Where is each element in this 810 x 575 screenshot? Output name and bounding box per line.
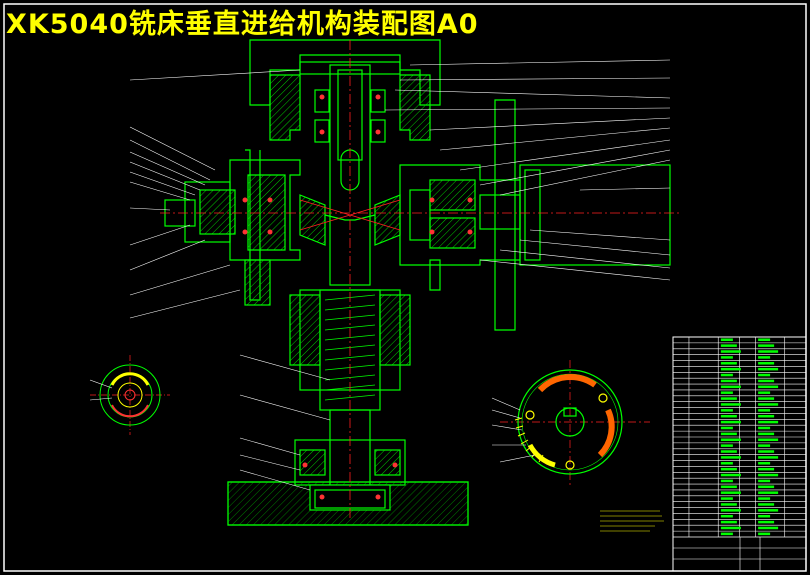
table-cell-mark — [758, 526, 779, 530]
main-section-view — [164, 39, 671, 526]
table-cell-mark — [758, 344, 775, 347]
drawing-title: XK5040铣床垂直进给机构装配图A0 — [6, 9, 479, 40]
table-cell-mark — [720, 432, 737, 436]
table-cell-mark — [720, 350, 741, 353]
table-cell-mark — [758, 485, 775, 489]
table-cell-mark — [720, 338, 733, 341]
table-cell-mark — [758, 467, 775, 471]
table-cell-mark — [720, 497, 733, 500]
table-cell-mark — [758, 450, 775, 453]
table-cell-mark — [720, 520, 737, 524]
table-cell-mark — [758, 473, 779, 477]
leader-lines-left — [129, 69, 331, 491]
drawing-border — [3, 3, 807, 572]
table-cell-mark — [758, 367, 779, 371]
table-cell-mark — [720, 526, 741, 530]
table-cell-mark — [720, 344, 737, 347]
table-cell-mark — [720, 391, 733, 394]
table-cell-mark — [720, 473, 741, 477]
leader-lines-right — [384, 59, 671, 281]
table-cell-mark — [720, 438, 741, 441]
table-cell-mark — [720, 420, 741, 424]
table-cell-mark — [720, 456, 741, 459]
table-cell-mark — [720, 491, 741, 494]
table-cell-mark — [758, 426, 771, 430]
table-cell-mark — [758, 497, 771, 500]
table-cell-mark — [720, 503, 737, 506]
table-cell-mark — [758, 491, 779, 494]
table-cell-mark — [720, 373, 733, 377]
table-cell-mark — [758, 438, 779, 441]
table-cell-mark — [758, 432, 775, 436]
table-cell-mark — [720, 379, 737, 383]
table-cell-mark — [720, 397, 737, 400]
table-cell-mark — [720, 414, 737, 418]
table-cell-mark — [720, 532, 733, 536]
table-cell-mark — [758, 414, 775, 418]
parts-table — [672, 336, 807, 572]
table-cell-mark — [720, 450, 737, 453]
technical-notes — [600, 510, 664, 532]
table-cell-mark — [758, 462, 771, 465]
table-cell-mark — [758, 456, 779, 459]
table-cell-mark — [720, 356, 733, 359]
centerlines — [160, 40, 680, 520]
table-cell-mark — [720, 509, 741, 512]
table-cell-mark — [758, 514, 771, 518]
left-detail-view — [89, 355, 170, 435]
table-cell-mark — [758, 503, 775, 506]
table-cell-mark — [758, 509, 779, 512]
table-cell-mark — [720, 362, 737, 365]
table-cell-mark — [758, 391, 771, 394]
table-cell-mark — [758, 373, 771, 377]
table-cell-mark — [758, 379, 775, 383]
table-cell-mark — [758, 356, 771, 359]
table-cell-mark — [758, 532, 771, 536]
table-cell-mark — [758, 385, 779, 389]
table-cell-mark — [758, 520, 775, 524]
table-cell-mark — [758, 403, 779, 406]
table-cell-mark — [758, 420, 779, 424]
table-cell-mark — [720, 426, 733, 430]
table-cell-mark — [758, 338, 771, 341]
table-cell-mark — [758, 444, 771, 447]
table-cell-mark — [720, 403, 741, 406]
table-cell-mark — [758, 409, 771, 412]
table-cell-mark — [720, 479, 733, 483]
table-cell-mark — [720, 409, 733, 412]
table-cell-mark — [758, 479, 771, 483]
table-cell-mark — [720, 514, 733, 518]
table-cell-mark — [720, 485, 737, 489]
table-cell-mark — [720, 467, 737, 471]
table-cell-mark — [720, 462, 733, 465]
table-cell-mark — [720, 367, 741, 371]
table-cell-mark — [758, 350, 779, 353]
table-cell-mark — [720, 385, 741, 389]
bottom-right-detail-view — [491, 360, 650, 485]
table-cell-mark — [758, 397, 775, 400]
table-cell-mark — [758, 362, 775, 365]
table-cell-mark — [720, 444, 733, 447]
